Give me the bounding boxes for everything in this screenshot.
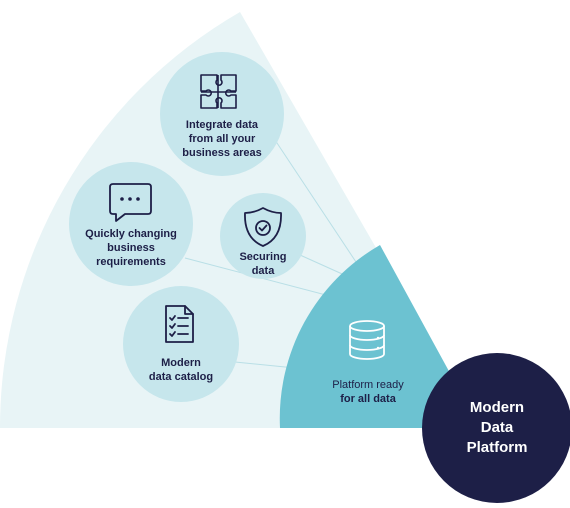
bubble-integrate: [160, 52, 284, 176]
securing-label-line: data: [251, 265, 275, 277]
connector-requirements: [184, 257, 346, 301]
integrate-label-line: Integrate data: [185, 119, 259, 131]
securing-label: Securing data: [223, 250, 303, 278]
core-label-line: Platform: [466, 439, 528, 456]
requirements-label-line: business: [107, 242, 155, 254]
integrate-label-line: business areas: [182, 147, 262, 159]
platform-label: Platform ready for all data: [318, 378, 418, 406]
requirements-label-line: requirements: [96, 256, 166, 268]
chat-bubble-icon: [109, 183, 152, 222]
puzzle-icon: [200, 74, 237, 109]
catalog-label-line: data catalog: [148, 371, 214, 383]
shield-check-icon: [244, 207, 282, 247]
platform-label-line1: Platform ready: [332, 379, 404, 391]
catalog-label: Modern data catalog: [126, 356, 236, 384]
checklist-icon: [165, 305, 194, 343]
platform-sector: [279, 245, 480, 428]
core-label-line: Modern: [469, 399, 525, 416]
database-icon: [349, 320, 385, 360]
bubble-requirements: [69, 162, 193, 286]
requirements-label-line: Quickly changing: [85, 228, 177, 240]
bubble-catalog: [123, 286, 239, 402]
core-label-line: Data: [480, 419, 514, 436]
integrate-label-line: from all your: [188, 133, 256, 145]
core-circle: [422, 353, 570, 503]
integrate-label: Integrate data from all your business ar…: [162, 118, 282, 160]
securing-label-line: Securing: [239, 251, 287, 263]
core-label: Modern Data Platform: [442, 398, 552, 458]
bubble-securing: [220, 193, 306, 279]
platform-label-line2: for all data: [340, 393, 396, 405]
catalog-label-line: Modern: [161, 357, 201, 369]
requirements-label: Quickly changing business requirements: [66, 227, 196, 269]
connector-integrate: [274, 139, 361, 269]
